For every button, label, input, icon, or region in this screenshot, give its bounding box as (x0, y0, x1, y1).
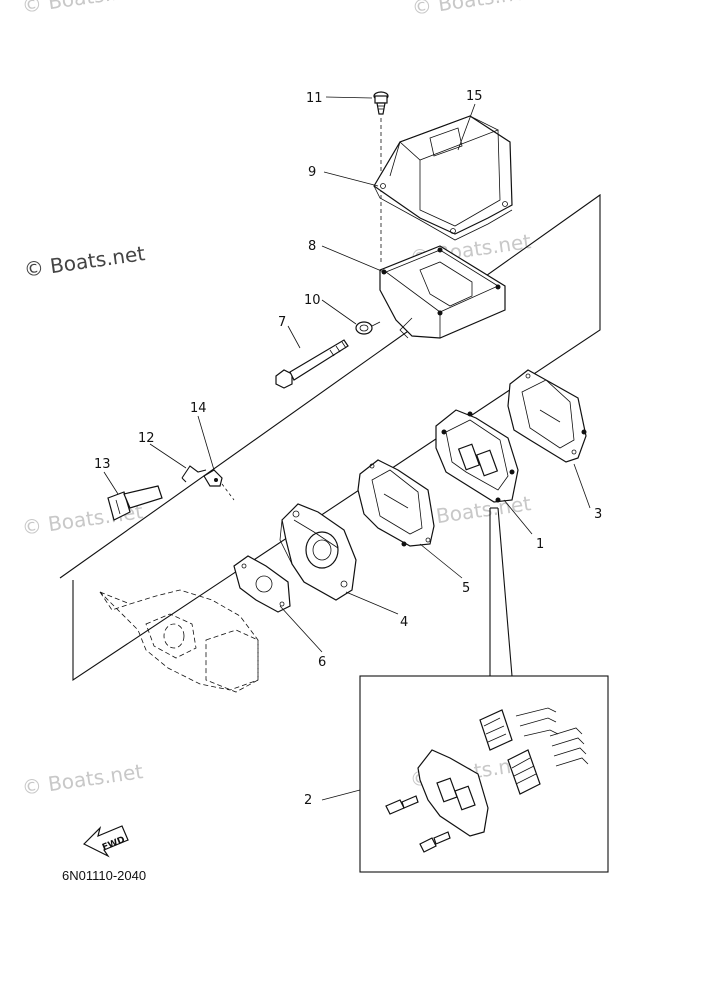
gasket-part-6 (233, 555, 291, 613)
choke-knob-part (107, 485, 163, 521)
detail-box (359, 507, 609, 873)
callout-15: 15 (466, 89, 483, 104)
silencer-cover-part (373, 115, 513, 241)
screw-part (373, 91, 389, 115)
leader-lines (103, 96, 591, 801)
lever-part (203, 469, 223, 487)
callout-12: 12 (138, 431, 155, 446)
callout-10: 10 (304, 293, 321, 308)
callout-7: 7 (278, 315, 286, 330)
callout-14: 14 (190, 401, 207, 416)
callout-8: 8 (308, 239, 316, 254)
intake-joint-part (279, 503, 357, 601)
callout-13: 13 (94, 457, 111, 472)
callout-5: 5 (462, 581, 470, 596)
reed-valve-part (435, 409, 519, 503)
silencer-box-part (379, 245, 506, 339)
callout-4: 4 (400, 615, 408, 630)
callout-3: 3 (594, 507, 602, 522)
callout-11: 11 (306, 91, 323, 106)
gasket-part-3 (507, 369, 587, 463)
gasket-part-5 (357, 459, 435, 547)
callout-9: 9 (308, 165, 316, 180)
fwd-arrow-icon (82, 825, 129, 858)
diagram-code: 6N01110-2040 (62, 868, 147, 883)
carburetor-outline (99, 589, 259, 693)
callout-1: 1 (536, 537, 544, 552)
clip-part (181, 465, 207, 483)
bolt-part (275, 339, 349, 389)
callout-2: 2 (304, 793, 312, 808)
callout-6: 6 (318, 655, 326, 670)
grommet-part (355, 321, 381, 335)
